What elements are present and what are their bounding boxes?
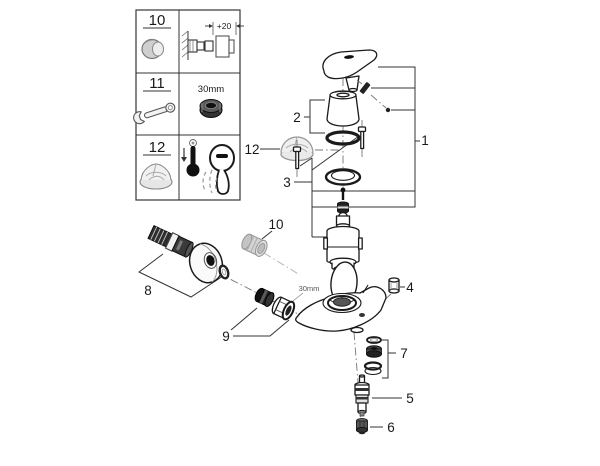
union-nut-part — [271, 296, 296, 321]
legend-number-12: 12 — [149, 139, 166, 156]
mounting-screw-left — [292, 140, 302, 177]
filter-seal-part — [254, 287, 275, 307]
legend-number-11: 11 — [149, 75, 165, 92]
callout-8: 8 — [144, 283, 152, 298]
screw-nut-part — [356, 418, 368, 435]
lever-handle-part — [322, 49, 378, 93]
diverter-part — [354, 374, 370, 417]
escutcheon-ring-part — [324, 168, 362, 186]
callout-7: 7 — [400, 346, 408, 361]
cap-nut-icon — [141, 38, 164, 60]
s-union-part — [147, 224, 194, 258]
callout-1: 1 — [421, 133, 429, 148]
callout-12: 12 — [244, 142, 259, 157]
legend-box: 10 +20 11 — [133, 9, 244, 201]
callout-9: 9 — [222, 329, 230, 344]
temperature-lever-icon — [202, 144, 235, 195]
callout-5: 5 — [406, 391, 414, 406]
mounting-screw-right — [357, 120, 367, 157]
legend-dimension-30mm: 30mm — [198, 84, 224, 95]
callout-3: 3 — [283, 175, 291, 190]
seal-set-parts — [363, 336, 383, 376]
wall-flange-part — [188, 242, 224, 284]
o-ring-part — [325, 130, 361, 146]
wrench-icon — [133, 102, 176, 125]
legend-dimension-plus20: +20 — [217, 21, 232, 31]
callout-lines — [138, 66, 420, 428]
plug-part — [388, 277, 400, 294]
dust-cap-part — [241, 233, 268, 257]
callout-numbers: 1 2 12 3 10 4 8 9 7 5 6 30mm — [144, 110, 429, 435]
callout-10: 10 — [268, 217, 283, 232]
aerator-nut-icon — [199, 99, 223, 118]
wall-mounting-depth-icon: +20 — [181, 21, 244, 60]
valve-insert-part — [337, 201, 349, 214]
dome-cap-icon — [139, 163, 173, 190]
cartridge-cap-part — [326, 90, 360, 127]
callout-6: 6 — [387, 420, 395, 435]
nut-size-label: 30mm — [299, 284, 320, 293]
exploded-view — [147, 49, 400, 435]
temperature-icon — [181, 139, 200, 177]
callout-2: 2 — [293, 110, 301, 125]
mixer-body-part — [295, 284, 387, 334]
small-screw-part — [340, 187, 346, 200]
grub-screw-part — [356, 79, 391, 113]
legend-number-10: 10 — [149, 12, 166, 29]
flange-washer-part — [218, 264, 230, 280]
callout-4: 4 — [406, 280, 414, 295]
